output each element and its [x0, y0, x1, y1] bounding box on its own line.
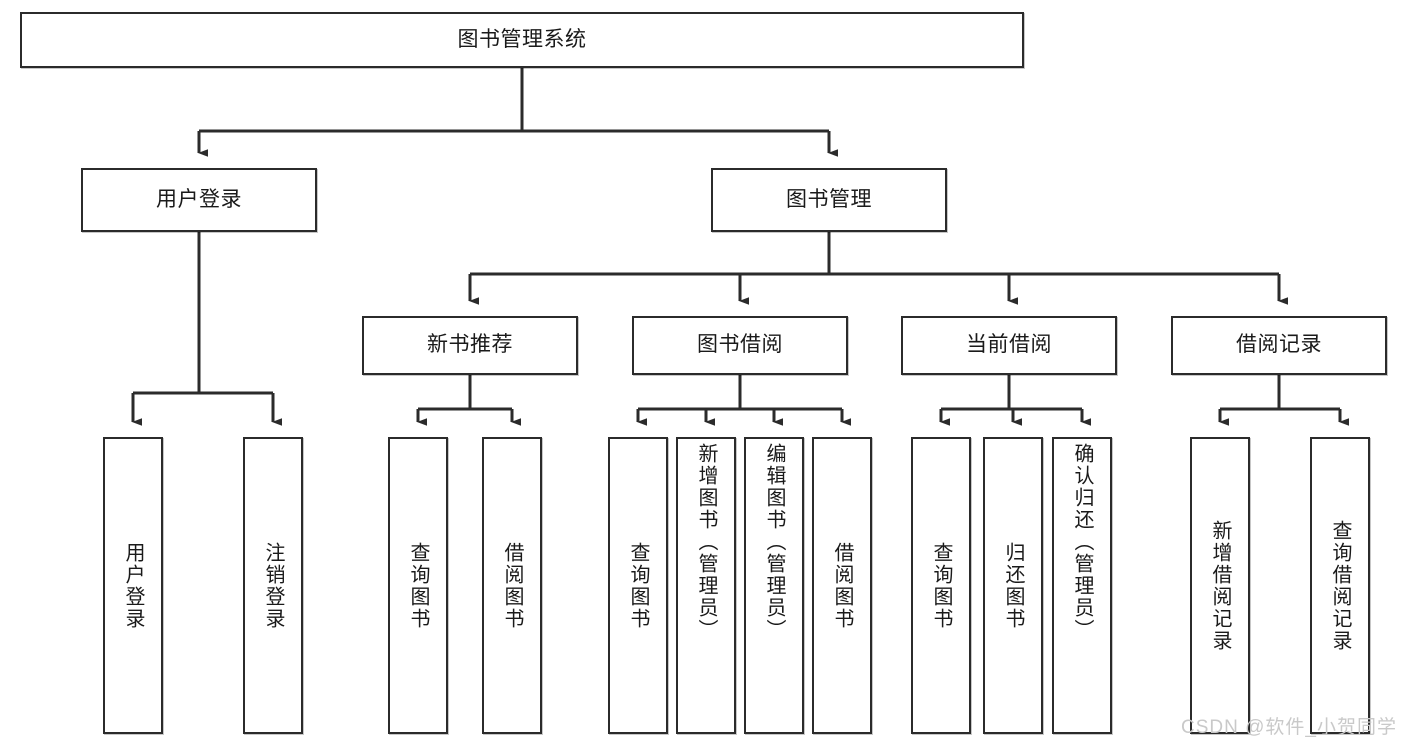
node-add-book-label: 新增图书（管理员）	[695, 443, 717, 641]
node-query-borrow-record-label: 查询借阅记录	[1329, 519, 1351, 652]
node-borrow-book-2[interactable]: 借阅图书	[812, 437, 872, 734]
node-login-label: 用户登录	[122, 541, 144, 630]
node-user-login-label: 用户登录	[156, 187, 242, 211]
node-logout[interactable]: 注销登录	[243, 437, 303, 734]
node-return-book[interactable]: 归还图书	[983, 437, 1043, 734]
node-user-login[interactable]: 用户登录	[81, 168, 317, 232]
node-borrow-book-2-label: 借阅图书	[831, 541, 853, 630]
node-edit-book-label: 编辑图书（管理员）	[763, 443, 785, 641]
node-new-book-recommend[interactable]: 新书推荐	[362, 316, 578, 375]
node-query-book-1[interactable]: 查询图书	[388, 437, 448, 734]
node-query-book-3[interactable]: 查询图书	[911, 437, 971, 734]
node-book-borrow[interactable]: 图书借阅	[632, 316, 848, 375]
node-query-book-2-label: 查询图书	[627, 541, 649, 630]
node-borrow-book-1-label: 借阅图书	[501, 541, 523, 630]
node-add-borrow-record[interactable]: 新增借阅记录	[1190, 437, 1250, 734]
node-book-management[interactable]: 图书管理	[711, 168, 947, 232]
node-book-management-label: 图书管理	[786, 187, 872, 211]
csdn-watermark: CSDN @软件_小贺同学	[1181, 717, 1397, 738]
node-root-label: 图书管理系统	[457, 27, 587, 51]
node-borrow-record[interactable]: 借阅记录	[1171, 316, 1387, 375]
node-new-book-recommend-label: 新书推荐	[427, 333, 513, 357]
node-add-borrow-record-label: 新增借阅记录	[1209, 519, 1231, 652]
node-logout-label: 注销登录	[262, 541, 284, 630]
node-query-book-1-label: 查询图书	[407, 541, 429, 630]
node-confirm-return-label: 确认归还（管理员）	[1071, 443, 1093, 641]
node-query-book-3-label: 查询图书	[930, 541, 952, 630]
node-login[interactable]: 用户登录	[103, 437, 163, 734]
node-borrow-record-label: 借阅记录	[1236, 333, 1322, 357]
node-book-borrow-label: 图书借阅	[697, 333, 783, 357]
node-add-book[interactable]: 新增图书（管理员）	[676, 437, 736, 734]
node-borrow-book-1[interactable]: 借阅图书	[482, 437, 542, 734]
node-root[interactable]: 图书管理系统	[20, 12, 1024, 68]
node-return-book-label: 归还图书	[1002, 541, 1024, 630]
node-query-book-2[interactable]: 查询图书	[608, 437, 668, 734]
node-edit-book[interactable]: 编辑图书（管理员）	[744, 437, 804, 734]
node-current-borrow-label: 当前借阅	[966, 333, 1052, 357]
node-confirm-return[interactable]: 确认归还（管理员）	[1052, 437, 1112, 734]
node-query-borrow-record[interactable]: 查询借阅记录	[1310, 437, 1370, 734]
node-current-borrow[interactable]: 当前借阅	[901, 316, 1117, 375]
